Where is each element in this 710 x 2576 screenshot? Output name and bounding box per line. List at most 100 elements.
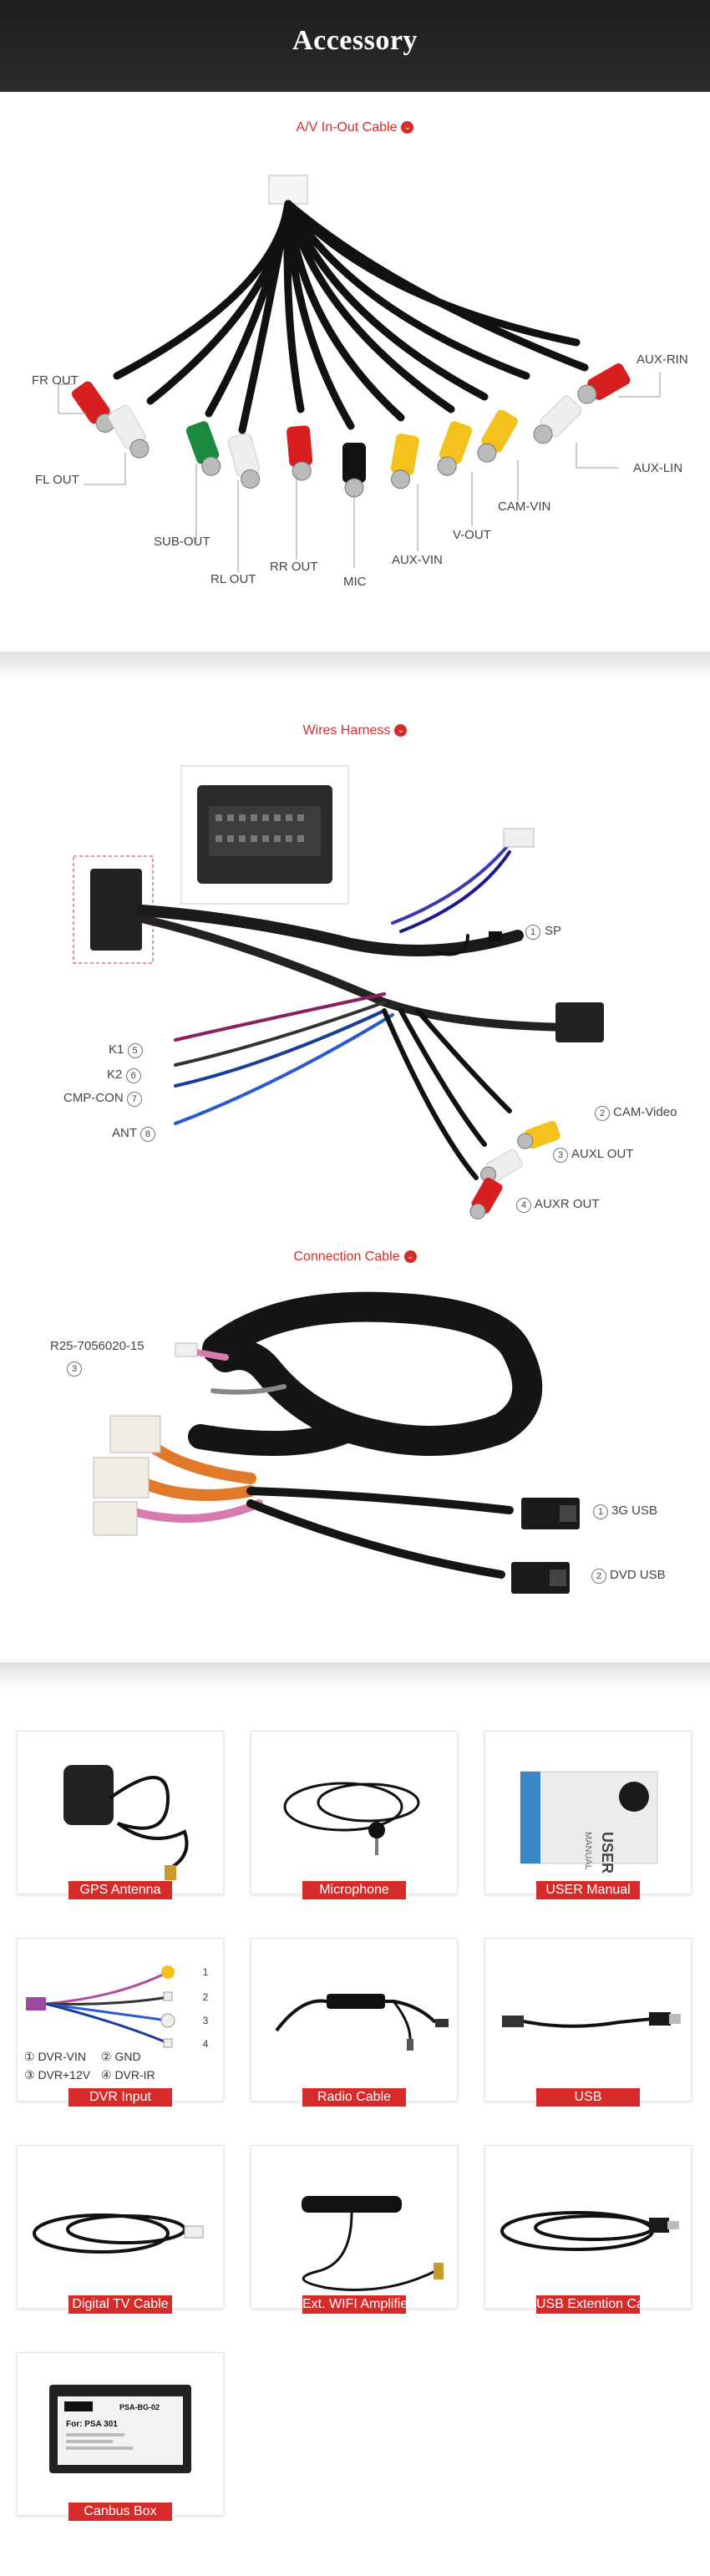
accessory-label: Radio Cable — [302, 2088, 406, 2107]
k2-text: K2 — [107, 1067, 123, 1082]
av-connector — [268, 175, 308, 205]
accessory-card-gps-antenna: GPS Antenna — [17, 1731, 224, 1899]
gps-antenna-icon — [63, 1765, 189, 1880]
radio-cable-icon — [275, 1994, 449, 2051]
dvr-legend-3: ③ DVR+12V — [24, 2068, 91, 2082]
auxl-out-number: 3 — [553, 1148, 568, 1163]
k1-label: K1 5 — [109, 1042, 143, 1058]
av-label-mic: MIC — [343, 575, 367, 589]
accessory-card-radio-cable: Radio Cable — [251, 1938, 458, 2107]
av-label-fr-out: FR OUT — [32, 373, 79, 388]
accessory-label: Canbus Box — [68, 2502, 172, 2521]
k2-label: K2 6 — [107, 1067, 141, 1083]
user-manual-icon: USER MANUAL — [520, 1771, 658, 1874]
usb-cable-icon — [502, 2012, 681, 2028]
accessory-card-dvr-input: 1 2 3 4 ① DVR-VIN ② GND ③ DVR+12V ④ DVR-… — [17, 1938, 224, 2107]
wifi-antenna-icon — [302, 2196, 444, 2291]
auxr-out-label: 4 AUXR OUT — [516, 1197, 600, 1213]
av-label-aux-rin: AUX-RIN — [636, 352, 688, 367]
usb-dvd-text: DVD USB — [610, 1568, 666, 1582]
accessory-card-canbus-box: For: PSA 301 PSA-BG-02 Canbus Box — [17, 2352, 224, 2521]
accessory-label: USB — [536, 2088, 640, 2107]
connection-section-title-text: Connection Cable — [293, 1250, 400, 1264]
av-label-aux-vin: AUX-VIN — [392, 553, 443, 567]
accessory-card-user-manual: USER MANUAL USER Manual — [484, 1731, 692, 1899]
k2-number: 6 — [125, 1068, 141, 1083]
connection-section-title: Connection Cable⌄ — [0, 1250, 710, 1265]
canbus-box-icon: For: PSA 301 PSA-BG-02 — [49, 2385, 191, 2473]
sp-label: 1 SP — [525, 924, 561, 940]
microphone-icon — [283, 1782, 420, 1855]
av-cable-illustration — [58, 175, 661, 572]
accessory-card-microphone: Microphone — [251, 1731, 458, 1899]
k1-text: K1 — [109, 1042, 124, 1057]
av-label-sub-out: SUB-OUT — [154, 535, 210, 549]
ant-number: 8 — [139, 1127, 155, 1142]
section-divider — [0, 1662, 710, 1691]
cmp-con-text: CMP-CON — [63, 1091, 124, 1105]
ant-label: ANT 8 — [112, 1126, 155, 1142]
auxr-out-number: 4 — [516, 1198, 531, 1213]
av-label-aux-lin: AUX-LIN — [633, 461, 683, 475]
auxl-out-text: AUXL OUT — [571, 1147, 634, 1161]
cmp-con-number: 7 — [126, 1092, 142, 1107]
wires-harness-illustration — [73, 765, 604, 1220]
av-label-rr-out: RR OUT — [270, 560, 318, 574]
part-number-marker: 3 — [67, 1361, 82, 1377]
accessory-card-usb-extension-cable: USB Extention Cable — [484, 2145, 692, 2314]
manual-word1: USER — [599, 1832, 616, 1874]
av-section-title-text: A/V In-Out Cable — [296, 120, 398, 134]
accessory-card-digital-tv-cable: Digital TV Cable — [17, 2145, 224, 2314]
chevron-down-icon: ⌄ — [401, 121, 414, 134]
sp-text: SP — [545, 924, 562, 938]
accessory-card-wifi-amplifier: Ext. WIFI Amplifier — [251, 2145, 458, 2314]
usb-3g-number: 1 — [593, 1504, 608, 1519]
page-title: Accessory — [292, 25, 418, 56]
cmp-con-label: CMP-CON 7 — [63, 1091, 142, 1107]
dvr-num-1: 1 — [203, 1966, 209, 1978]
accessory-label: Microphone — [302, 1881, 406, 1899]
dvr-num-2: 2 — [203, 1991, 209, 2003]
cam-video-number: 2 — [595, 1106, 610, 1121]
manual-word2: MANUAL — [583, 1832, 593, 1870]
dvr-num-3: 3 — [203, 2015, 209, 2026]
accessory-label: USER Manual — [536, 1881, 640, 1899]
sp-number: 1 — [525, 925, 540, 940]
canbus-text-2: PSA-BG-02 — [119, 2403, 160, 2411]
auxr-out-text: AUXR OUT — [535, 1197, 600, 1211]
accessory-label: GPS Antenna — [68, 1881, 172, 1899]
canbus-text-1: For: PSA 301 — [66, 2420, 118, 2429]
usb-dvd-label: 2 DVD USB — [591, 1568, 666, 1584]
av-label-cam-vin: CAM-VIN — [498, 499, 551, 514]
chevron-down-icon: ⌄ — [394, 724, 408, 738]
accessory-card-usb: USB — [484, 1938, 692, 2107]
wires-section-title-text: Wires Harness — [302, 723, 391, 738]
accessory-label: Ext. WIFI Amplifier — [302, 2295, 413, 2314]
dvr-legend-4: ④ DVR-IR — [101, 2068, 155, 2082]
usb-3g-text: 3G USB — [611, 1504, 658, 1518]
usb-extension-cable-icon — [500, 2211, 679, 2251]
ant-text: ANT — [112, 1126, 137, 1140]
av-label-fl-out: FL OUT — [35, 473, 79, 487]
connection-cable-illustration — [93, 1291, 580, 1594]
part-number-circle: 3 — [67, 1362, 82, 1377]
wires-section-title: Wires Harness⌄ — [0, 723, 710, 738]
dvr-input-icon: 1 2 3 4 ① DVR-VIN ② GND ③ DVR+12V ④ DVR-… — [24, 1965, 209, 2082]
part-number-label: R25-7056020-15 — [50, 1339, 145, 1353]
accessory-label: USB Extention Cable — [536, 2295, 662, 2314]
chevron-down-icon: ⌄ — [403, 1250, 417, 1264]
usb-dvd-number: 2 — [591, 1569, 606, 1584]
digital-tv-cable-icon — [33, 2213, 204, 2254]
section-divider — [0, 652, 710, 680]
page-header: Accessory — [0, 0, 710, 92]
accessory-label: DVR Input — [68, 2088, 172, 2107]
dvr-legend-2: ② GND — [101, 2050, 141, 2063]
cam-video-text: CAM-Video — [613, 1105, 677, 1119]
dvr-num-4: 4 — [203, 2038, 209, 2050]
av-label-rl-out: RL OUT — [210, 572, 256, 586]
av-label-v-out: V-OUT — [453, 528, 491, 542]
